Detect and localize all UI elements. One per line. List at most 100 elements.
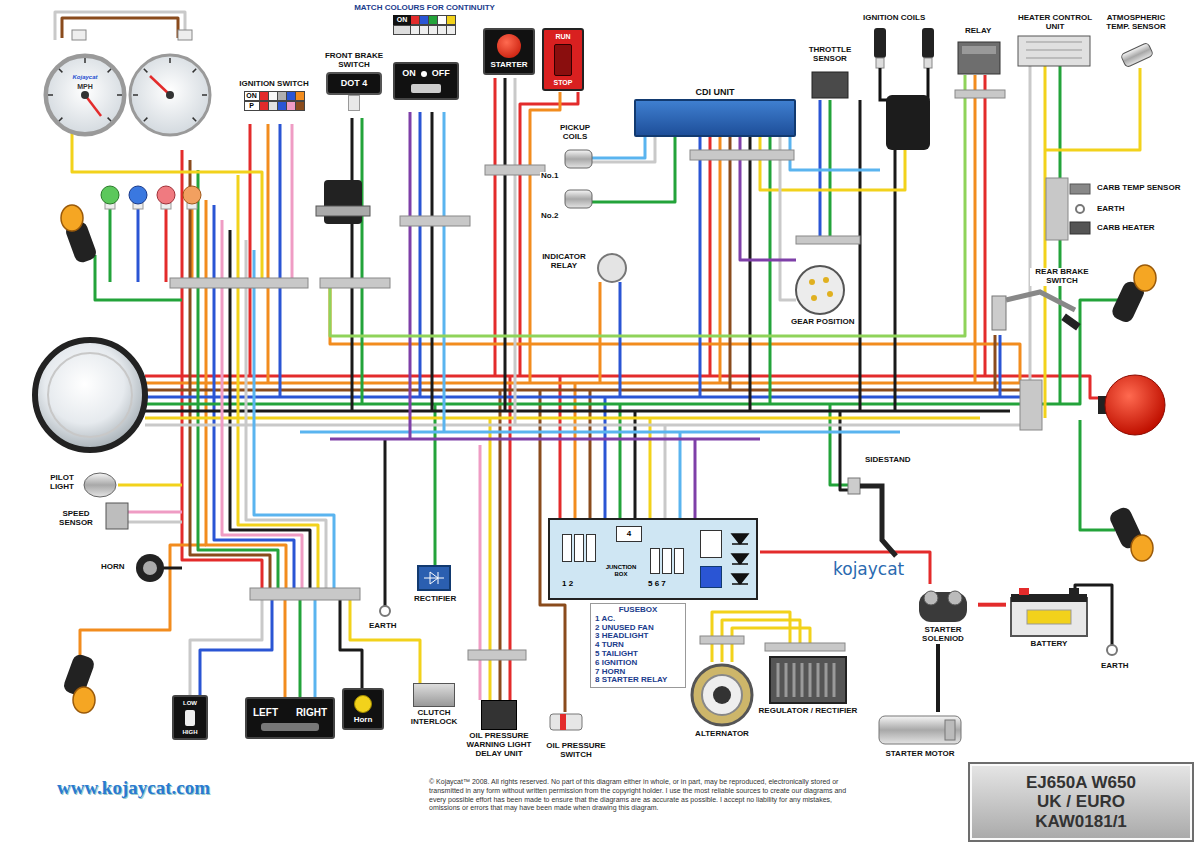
- wire-connector-block: [170, 278, 308, 288]
- warning-lamp: [183, 186, 201, 204]
- key-text: MATCH COLOURS FOR CONTINUITY: [352, 4, 497, 13]
- component-drawing: [848, 478, 860, 494]
- control-row: ON: [238, 91, 310, 101]
- wire: [138, 100, 1040, 695]
- starter-solenoid: STARTER SOLENIOD: [908, 584, 978, 644]
- component-drawing: [324, 180, 362, 224]
- part-label: GEAR POSITION: [790, 318, 856, 327]
- fuse-entry: 3 HEADLIGHT: [595, 632, 681, 641]
- diode-symbol: [732, 534, 748, 584]
- component-drawing: [860, 486, 896, 556]
- solenoid-drawing: [919, 592, 967, 622]
- battery-drawing: [1019, 588, 1029, 595]
- component-name: CDI UNIT: [694, 88, 737, 98]
- wire: [128, 124, 480, 700]
- alternator-drawing: [713, 686, 731, 704]
- regulator-drawing: [770, 657, 846, 703]
- watermark: kojaycat: [832, 560, 905, 579]
- warning-lamp: [157, 186, 175, 204]
- solenoid-drawing: [924, 591, 938, 605]
- part-label: CARB HEATER: [1096, 224, 1156, 233]
- wire-connector-block: [765, 643, 845, 651]
- wire: [222, 220, 302, 590]
- watermark: www.kojaycat.com: [56, 778, 211, 799]
- wire: [819, 100, 822, 236]
- switch-text: OFF: [432, 69, 450, 79]
- wire: [830, 404, 855, 485]
- delay-unit: OIL PRESSURE WARNING LIGHT DELAY UNIT: [455, 700, 543, 758]
- part-label: No.1: [540, 172, 559, 181]
- wire: [314, 600, 317, 697]
- wire: [514, 78, 517, 425]
- instrument-gauge: [48, 58, 122, 121]
- part-label: EARTH: [1096, 205, 1126, 214]
- wire-connector-block: [400, 216, 470, 226]
- instrument-gauge: [133, 58, 207, 121]
- fuse-entry: FUSEBOX: [595, 606, 681, 615]
- part-label: THROTTLE SENSOR: [800, 46, 860, 64]
- component-drawing: [876, 58, 884, 68]
- wire: [291, 124, 294, 282]
- fuse-entry: 2 UNUSED FAN: [595, 624, 681, 633]
- clutch-switch: CLUTCH INTERLOCK: [404, 683, 464, 727]
- switch-text: DOT 4: [330, 79, 378, 89]
- instrument-gauge: [150, 76, 170, 95]
- wire: [145, 417, 980, 420]
- switch-text: FRONT BRAKE SWITCH: [318, 52, 390, 70]
- wire-connector-block: [485, 165, 545, 175]
- control-row: P: [238, 101, 310, 111]
- indicator-lamp: [73, 687, 95, 713]
- component-drawing: [84, 473, 116, 497]
- component-drawing: [886, 95, 930, 150]
- rocker: [554, 44, 572, 76]
- instrument-gauge: [45, 55, 125, 135]
- regulator-rectifier: REGULATOR / RECTIFIER: [758, 655, 858, 716]
- wire: [709, 136, 712, 376]
- wire: [361, 118, 364, 404]
- warning-lamp: [129, 186, 147, 204]
- fuse-list: FUSEBOX1 AC.2 UNUSED FAN3 HEADLIGHT4 TUR…: [590, 603, 686, 688]
- wire-connector: [936, 644, 940, 712]
- part-label: EARTH: [368, 622, 398, 631]
- warning-lamp: [101, 186, 119, 204]
- wire: [1080, 420, 1115, 530]
- component-drawing: [827, 291, 833, 297]
- component-drawing: [1061, 314, 1080, 331]
- wire: [1040, 376, 1105, 398]
- wire: [419, 112, 422, 397]
- alternator-drawing: [702, 675, 742, 715]
- speedometer: KojaycatMPH: [45, 55, 125, 135]
- wire-connector-block: [320, 278, 390, 288]
- wire: [1029, 66, 1032, 425]
- battery-drawing: [1011, 598, 1087, 636]
- wire: [790, 136, 880, 170]
- component-drawing: [962, 46, 996, 54]
- component-drawing: [924, 58, 932, 68]
- wire: [760, 136, 905, 190]
- part-label: No.2: [540, 212, 559, 221]
- indicator-lamp: [1131, 535, 1153, 561]
- component-drawing: [84, 28, 1165, 730]
- component-drawing: [1026, 42, 1082, 58]
- motor-drawing: [875, 712, 965, 748]
- wire-connector-block: [690, 150, 794, 160]
- component-drawing: [1105, 375, 1165, 435]
- instrument-gauge: [130, 55, 210, 135]
- wire: [145, 78, 1112, 688]
- dial-text: MPH: [48, 83, 122, 91]
- fuse-number: 5 6 7: [648, 580, 666, 589]
- diode-symbol: [728, 528, 754, 588]
- part-label: SIDESTAND: [864, 456, 912, 465]
- component-drawing: [136, 554, 164, 582]
- wire: [859, 100, 862, 411]
- relay-block: [700, 566, 722, 588]
- solenoid-drawing: [913, 584, 973, 624]
- wire: [351, 118, 354, 411]
- indicator-lamp: [61, 205, 1156, 713]
- wire: [634, 411, 637, 518]
- wire: [128, 521, 182, 524]
- switch-slider: [411, 84, 441, 93]
- wire-connector-block: [250, 588, 360, 600]
- wire: [994, 335, 997, 390]
- regulator-drawing: [778, 663, 834, 697]
